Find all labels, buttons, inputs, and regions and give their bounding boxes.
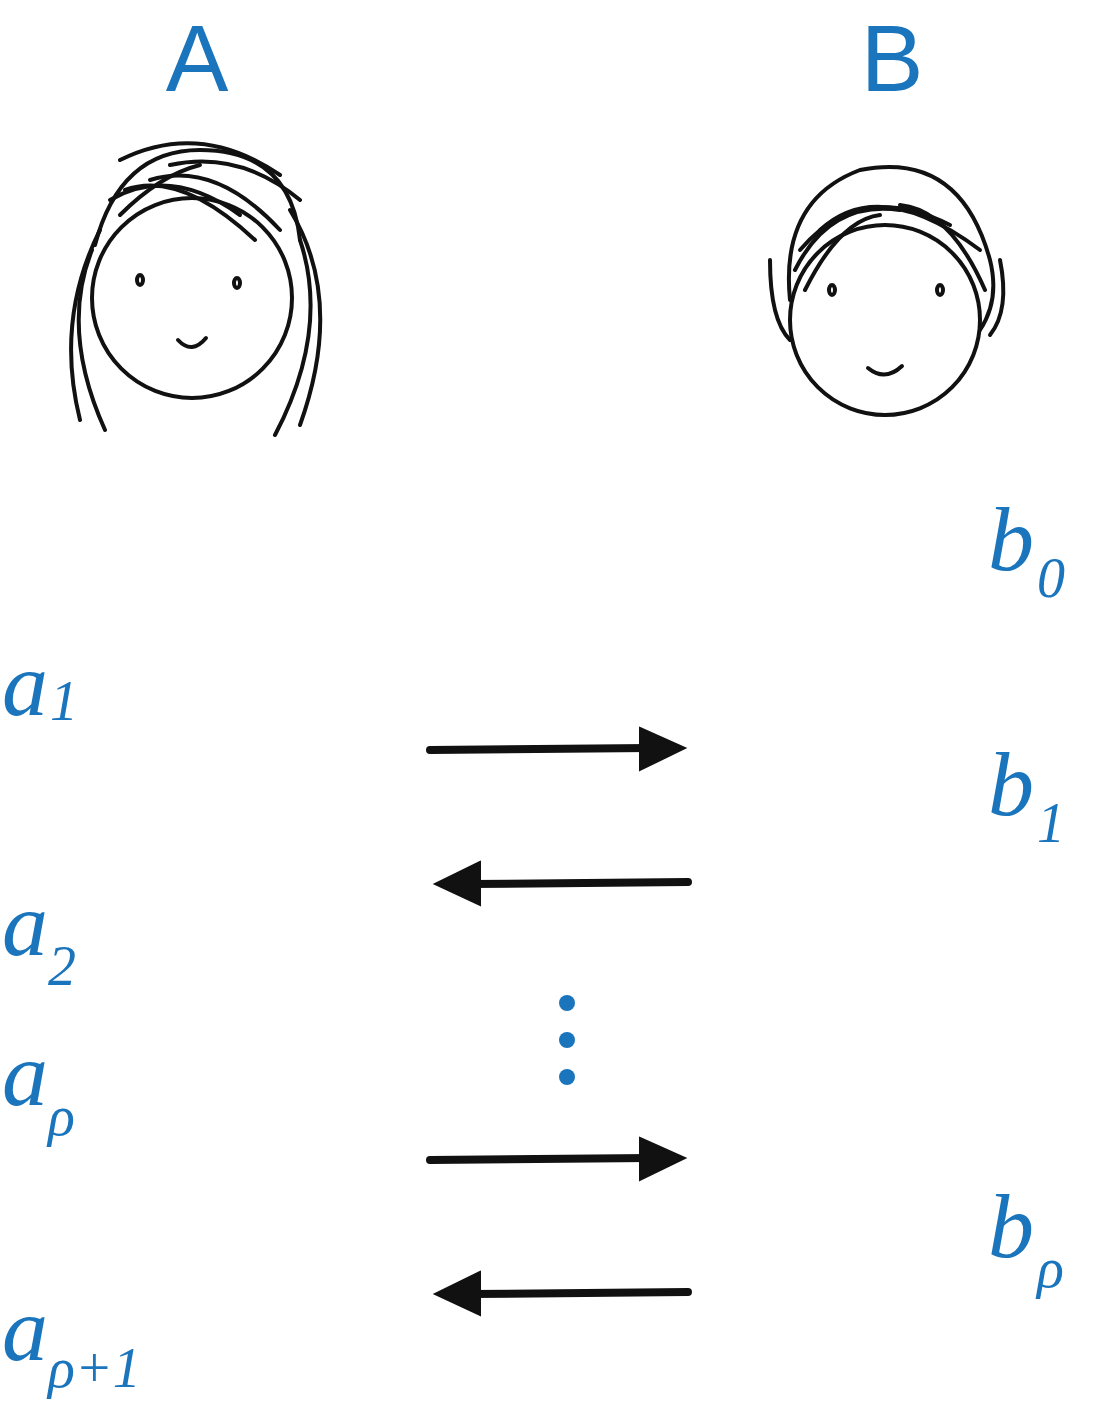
subscript: 1 — [50, 673, 78, 729]
variable: a — [2, 1028, 48, 1120]
variable: b — [988, 493, 1034, 585]
variable: b — [988, 1180, 1034, 1272]
variable: a — [2, 878, 48, 970]
subscript: 2 — [48, 938, 76, 994]
subscript: 0 — [1037, 550, 1065, 606]
variable: a — [2, 1283, 48, 1375]
message-arrows — [430, 728, 688, 1315]
girl-face — [71, 143, 320, 435]
boy-face — [770, 167, 1003, 415]
variable: b — [988, 738, 1034, 830]
variable: a — [2, 638, 48, 730]
party-name: B — [861, 12, 924, 106]
subscript: ρ+1 — [48, 1340, 141, 1396]
subscript: 1 — [1037, 795, 1065, 851]
ellipsis-dots — [559, 995, 575, 1085]
party-name: A — [166, 12, 229, 106]
subscript: ρ — [1037, 1240, 1064, 1296]
subscript: ρ — [48, 1088, 75, 1144]
